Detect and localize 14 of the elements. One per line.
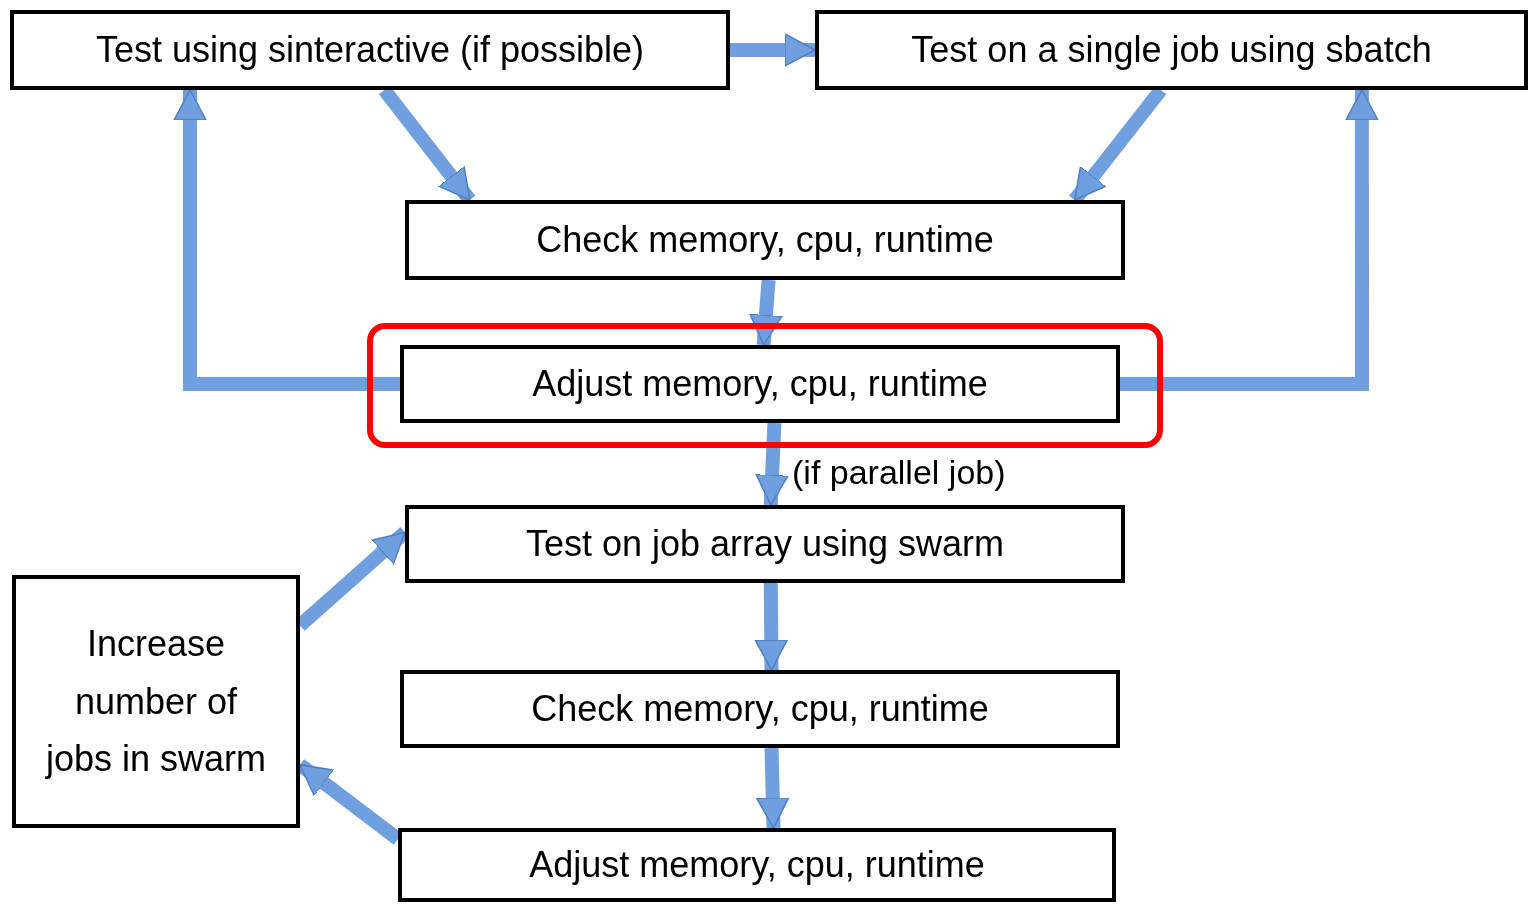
process-box: Check memory, cpu, runtime xyxy=(405,200,1125,280)
block-arrow xyxy=(754,582,788,671)
process-box: Adjust memory, cpu, runtime xyxy=(400,345,1120,423)
block-arrow xyxy=(173,89,400,391)
block-arrow xyxy=(755,422,789,506)
block-arrow xyxy=(756,747,790,829)
process-box: Test using sinteractive (if possible) xyxy=(10,10,730,90)
block-arrow xyxy=(1120,89,1379,391)
block-arrow xyxy=(730,33,816,67)
process-box: Increase number of jobs in swarm xyxy=(12,575,300,828)
process-box: Adjust memory, cpu, runtime xyxy=(398,828,1116,902)
process-box: Check memory, cpu, runtime xyxy=(400,670,1120,748)
process-box: Test on job array using swarm xyxy=(405,505,1125,583)
process-box: Test on a single job using sbatch xyxy=(815,10,1528,90)
